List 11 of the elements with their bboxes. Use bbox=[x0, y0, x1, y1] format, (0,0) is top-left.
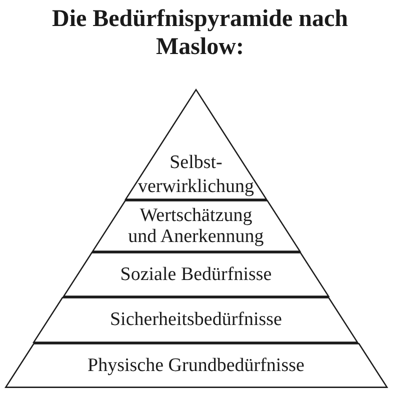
level-label: Selbst- verwirklichung bbox=[136, 151, 256, 199]
pyramid-top-triangle bbox=[124, 89, 268, 200]
pyramid-level bbox=[4, 343, 388, 388]
level-label: Physische Grundbedürfnisse bbox=[88, 355, 304, 377]
diagram-title: Die Bedürfnispyramide nach Maslow: bbox=[50, 5, 349, 61]
level-label: Soziale Bedürfnisse bbox=[120, 264, 272, 286]
pyramid-level bbox=[92, 200, 300, 252]
level-label: Wertschätzung und Anerkennung bbox=[127, 205, 265, 247]
pyramid-level bbox=[62, 252, 330, 297]
level-label: Sicherheitsbedürfnisse bbox=[110, 309, 282, 331]
pyramid-level bbox=[33, 297, 359, 343]
